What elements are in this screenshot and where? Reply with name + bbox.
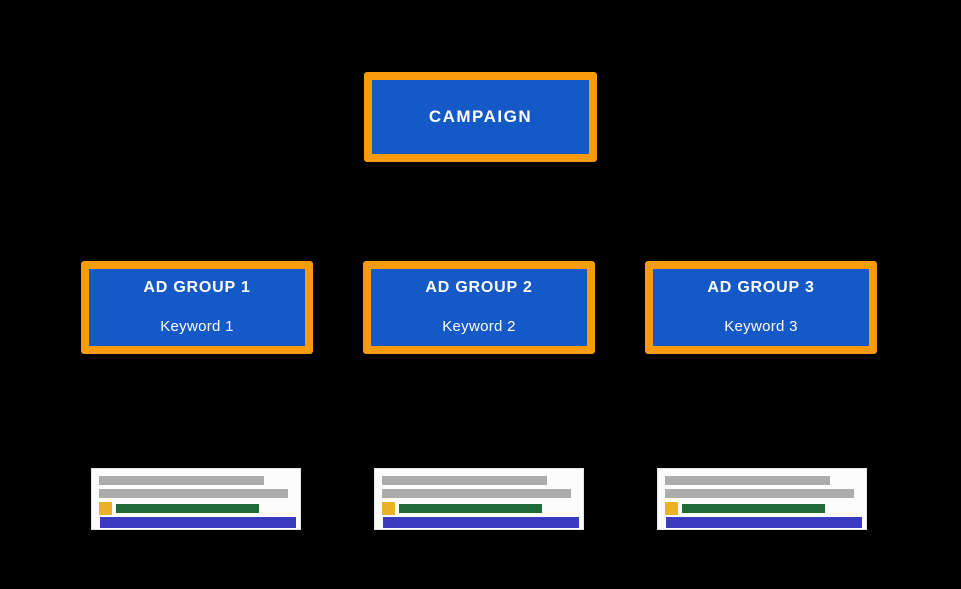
ad-preview-card-2: [374, 468, 584, 530]
ad-display-url-placeholder: [116, 504, 259, 513]
ad-badge-icon: [665, 502, 678, 515]
ad-description-placeholder: [99, 489, 288, 498]
ad-display-url-placeholder: [682, 504, 825, 513]
ad-headline-placeholder: [665, 476, 830, 485]
ad-group-3-box: AD GROUP 3 Keyword 3: [645, 261, 877, 354]
ad-badge-icon: [382, 502, 395, 515]
ad-badge-icon: [99, 502, 112, 515]
ad-link-bar-placeholder: [383, 517, 579, 528]
ad-headline-placeholder: [99, 476, 264, 485]
ad-group-1-title: AD GROUP 1: [143, 279, 251, 296]
ad-group-2-title: AD GROUP 2: [425, 279, 533, 296]
ad-link-bar-placeholder: [100, 517, 296, 528]
ad-group-2-keyword: Keyword 2: [442, 318, 516, 335]
ad-description-placeholder: [382, 489, 571, 498]
campaign-box: CAMPAIGN: [364, 72, 597, 162]
ad-group-3-keyword: Keyword 3: [724, 318, 798, 335]
campaign-label: CAMPAIGN: [428, 107, 533, 126]
ad-group-3-title: AD GROUP 3: [707, 279, 815, 296]
ad-link-bar-placeholder: [666, 517, 862, 528]
ad-description-placeholder: [665, 489, 854, 498]
ad-group-1-keyword: Keyword 1: [160, 318, 234, 335]
ad-group-2-box: AD GROUP 2 Keyword 2: [363, 261, 595, 354]
ad-group-1-box: AD GROUP 1 Keyword 1: [81, 261, 313, 354]
ad-preview-card-1: [91, 468, 301, 530]
ad-display-url-placeholder: [399, 504, 542, 513]
ad-headline-placeholder: [382, 476, 547, 485]
ad-preview-card-3: [657, 468, 867, 530]
